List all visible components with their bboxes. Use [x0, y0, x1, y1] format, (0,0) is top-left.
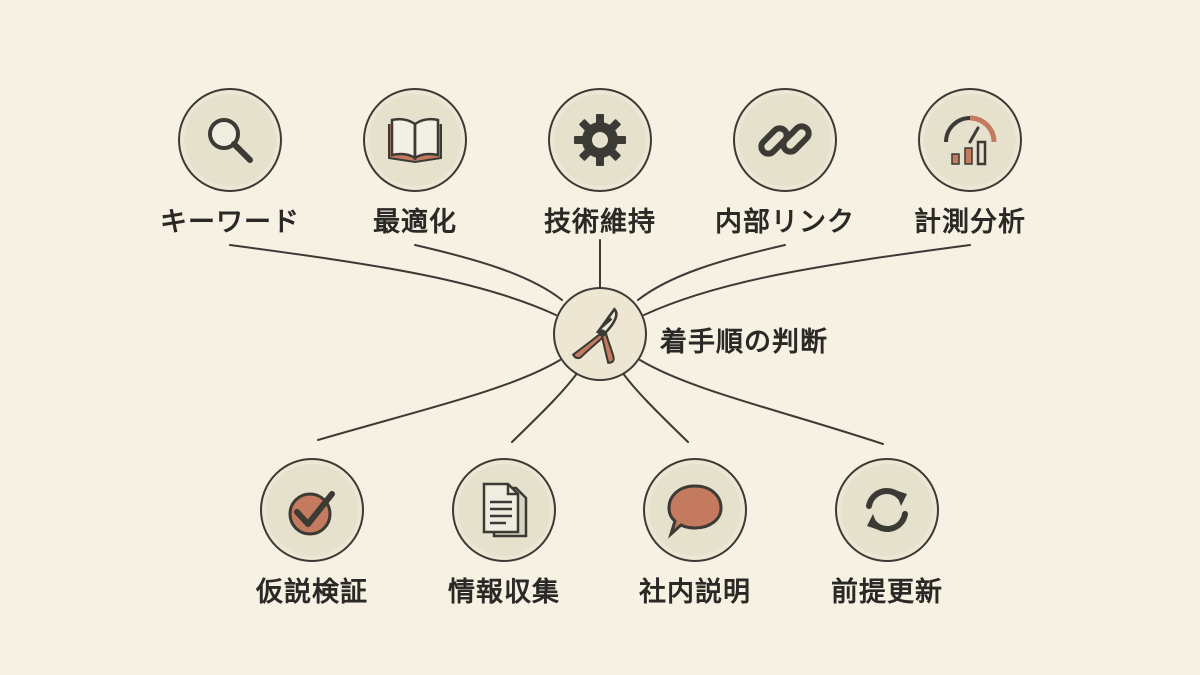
node-hypothesis	[260, 458, 364, 562]
node-label: 社内説明	[639, 577, 751, 608]
node-optimize	[363, 88, 467, 192]
connector-internal-link	[637, 244, 786, 301]
node-label: 技術維持	[544, 207, 656, 238]
node-measure	[918, 88, 1022, 192]
speech-bubble-icon	[667, 484, 723, 539]
hub-node	[553, 287, 647, 381]
node-label: 最適化	[373, 207, 457, 238]
gauge-chart-icon	[944, 115, 997, 166]
node-label: 計測分析	[914, 207, 1026, 238]
node-research	[452, 458, 556, 562]
magnifier-icon	[208, 118, 253, 163]
connector-keyword	[229, 244, 557, 316]
connector-premise	[639, 359, 884, 445]
connector-research	[511, 371, 579, 443]
node-keyword	[178, 88, 282, 192]
checkmark-icon	[288, 491, 335, 536]
connector-hypothesis	[317, 359, 561, 441]
connector-optimize	[414, 244, 563, 301]
node-tech	[548, 88, 652, 192]
connector-internal-explain	[621, 371, 689, 443]
node-internal-explain	[643, 458, 747, 562]
node-label: 前提更新	[831, 577, 943, 608]
node-internal-link	[733, 88, 837, 192]
node-label: 情報収集	[448, 577, 560, 608]
connector-measure	[643, 244, 971, 316]
node-label: キーワード	[160, 207, 300, 238]
open-book-icon	[388, 117, 442, 164]
pruning-shears-icon	[571, 307, 618, 364]
node-label: 内部リンク	[715, 207, 855, 238]
node-premise	[835, 458, 939, 562]
documents-icon	[482, 482, 528, 538]
node-label: 仮説検証	[256, 577, 368, 608]
refresh-arrows-icon	[866, 488, 908, 532]
hub-label: 着手順の判断	[660, 327, 828, 358]
chain-link-icon	[758, 123, 812, 157]
gear-icon	[574, 114, 626, 166]
